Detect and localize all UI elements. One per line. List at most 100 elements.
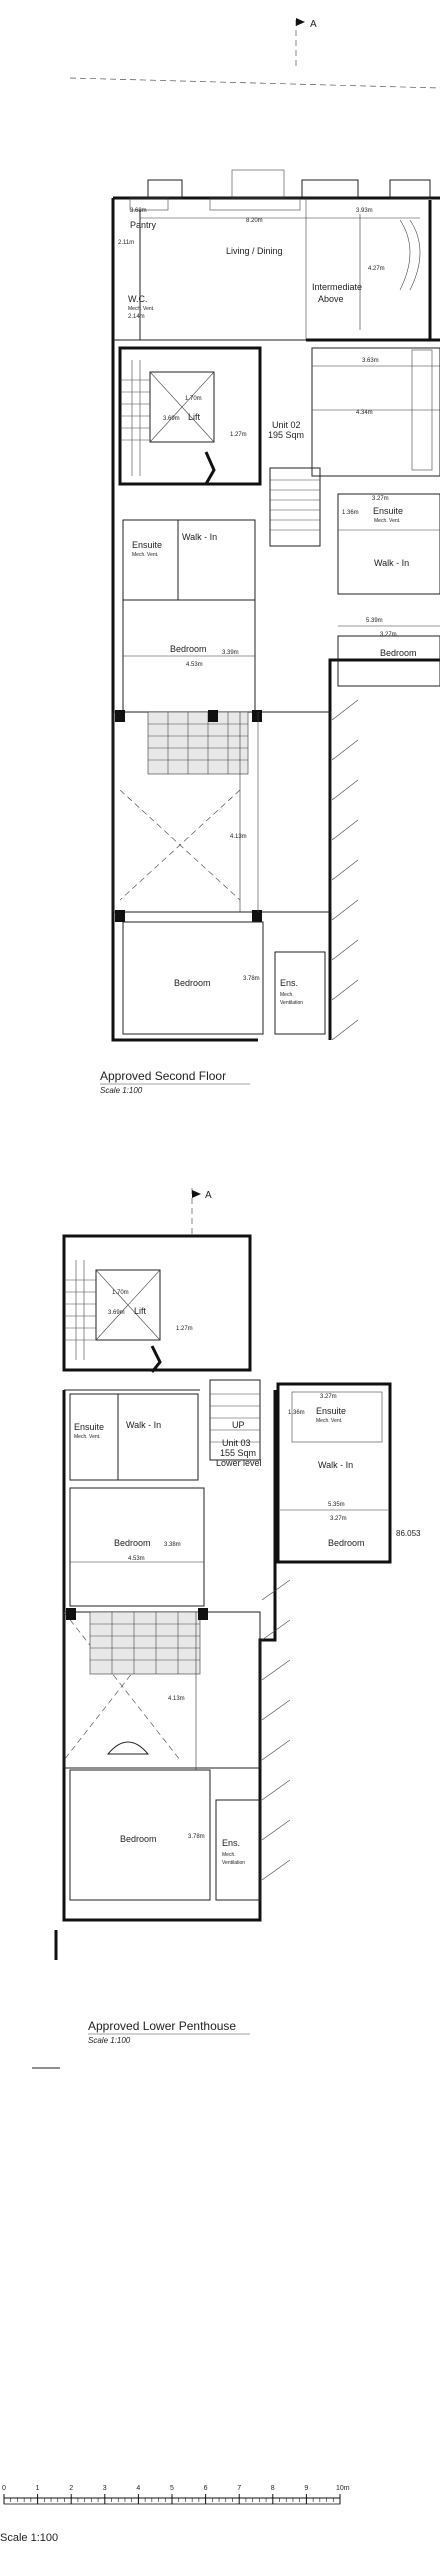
scale-bar: Scale 1:100 0 1 2 3 4 5 6 7 8 9 10m [0, 2485, 350, 2544]
dimension-label: 1.70m [185, 396, 202, 402]
scale-bar-tick-label: 7 [237, 2485, 241, 2492]
drawing-title-lower-penthouse: Approved Lower Penthouse [88, 2019, 236, 2033]
mech-vent-label: Mech. Vent. [316, 1418, 342, 1424]
room-label-bedroom-mid-lower: Bedroom [114, 1538, 151, 1548]
dimension-label: 1.70m [112, 1290, 129, 1296]
room-label-ensuite-lower: Ensuite [74, 1422, 104, 1432]
dimension-label: 5.39m [366, 618, 383, 624]
section-mark-label: A [310, 19, 317, 30]
dimension-label: 3.27m [372, 496, 389, 502]
level-marker: 86.053 [396, 1529, 421, 1538]
dimension-label: 3.69m [108, 1310, 125, 1316]
scale-bar-tick-label: 5 [170, 2485, 174, 2492]
dimension-label: 1.36m [288, 1410, 305, 1416]
scale-bar-label: Scale 1:100 [0, 2532, 58, 2544]
room-label-wc: W.C. [128, 294, 148, 304]
room-label-walk-in-right-lower: Walk - In [318, 1460, 353, 1470]
dimension-label: 3.39m [222, 650, 239, 656]
scale-bar-tick-label: 1 [36, 2485, 40, 2492]
dimension-label: 4.13m [230, 834, 247, 840]
ventilation-label: Ventilation [280, 1000, 303, 1006]
scale-bar-tick-label: 4 [136, 2485, 140, 2492]
room-label-bedroom-bottom: Bedroom [174, 978, 211, 988]
room-label-bedroom-bottom-lower: Bedroom [120, 1834, 157, 1844]
unit-label: Unit 02 [272, 420, 301, 430]
room-label-lift: Lift [188, 412, 201, 422]
room-label-walk-in: Walk - In [182, 532, 217, 542]
section-arrow-icon [296, 18, 305, 26]
dimension-label: 5.35m [328, 1502, 345, 1508]
dimension-label: 1.36m [342, 510, 359, 516]
section-arrow-icon [192, 1190, 201, 1198]
dimension-label: 3.27m [380, 632, 397, 638]
drawing-scale-lower-penthouse: Scale 1:100 [88, 2036, 131, 2045]
mech-vent-label: Mech. Vent. [128, 306, 154, 312]
dimension-label: 4.53m [186, 662, 203, 668]
dimension-label: 3.78m [188, 1834, 205, 1840]
dimension-label: 3.63m [362, 358, 379, 364]
up-label: UP [232, 1420, 245, 1430]
light-well-grid [147, 711, 249, 775]
outer-wall-right [328, 658, 440, 1040]
stair-top-right [399, 219, 421, 291]
room-label-ensuite-right: Ensuite [373, 506, 403, 516]
dimension-label: 3.38m [164, 1542, 181, 1548]
unit-level-label: Lower level [216, 1458, 262, 1468]
dimension-label: 4.13m [168, 1696, 185, 1702]
room-label-above: Above [318, 294, 344, 304]
hatched-neighbour-wall [261, 1579, 291, 1881]
second-floor-plan: A Pantry Living / Dining Intermediate Ab… [69, 18, 440, 1095]
dimension-label: 8.20m [246, 218, 263, 224]
unit-area-label: 195 Sqm [268, 430, 304, 440]
mech-vent-label: Mech. Vent. [74, 1434, 100, 1440]
room-label-bedroom-mid: Bedroom [170, 644, 207, 654]
room-label-walk-in-lower: Walk - In [126, 1420, 161, 1430]
room-label-ensuite: Ensuite [132, 540, 162, 550]
room-label-lift-lower: Lift [134, 1306, 147, 1316]
dimension-label: 3.69m [163, 416, 180, 422]
dimension-label: 1.27m [230, 432, 247, 438]
room-label-intermediate: Intermediate [312, 282, 362, 292]
scale-bar-tick-label: 6 [204, 2485, 208, 2492]
entry-stair [269, 467, 321, 547]
dimension-label: 3.68m [130, 208, 147, 214]
mech-vent-label: Mech. Vent. [374, 518, 400, 524]
dimension-label: 3.78m [243, 976, 260, 982]
section-mark-label: A [205, 1190, 212, 1201]
dimension-label: 3.27m [330, 1516, 347, 1522]
dimension-label: 4.34m [356, 410, 373, 416]
dimension-label: 2.14m [128, 314, 145, 320]
room-label-ens-lower: Ens. [222, 1838, 240, 1848]
dimension-label: 3.93m [356, 208, 373, 214]
unit-area-label-lower: 155 Sqm [220, 1448, 256, 1458]
dimension-label: 4.53m [128, 1556, 145, 1562]
room-label-living-dining: Living / Dining [226, 246, 283, 256]
drawing-scale-second-floor: Scale 1:100 [100, 1086, 143, 1095]
drawing-title-second-floor: Approved Second Floor [100, 1069, 226, 1083]
room-label-bedroom-right: Bedroom [380, 648, 417, 658]
site-boundary [69, 77, 440, 89]
outer-wall-left [111, 198, 258, 1042]
scale-bar-tick-label: 0 [2, 2485, 6, 2492]
room-label-pantry: Pantry [130, 220, 157, 230]
dimension-label: 4.27m [368, 266, 385, 272]
ventilation-label: Ventilation [222, 1860, 245, 1866]
scale-bar-tick-label: 10m [336, 2485, 350, 2492]
scale-bar-tick-label: 9 [304, 2485, 308, 2492]
scale-bar-tick-label: 2 [69, 2485, 73, 2492]
room-label-bedroom-right-lower: Bedroom [328, 1538, 365, 1548]
dimension-label: 3.27m [320, 1394, 337, 1400]
room-label-walk-in-right: Walk - In [374, 558, 409, 568]
room-label-ensuite-right-lower: Ensuite [316, 1406, 346, 1416]
dimension-label: 2.11m [118, 240, 134, 246]
mech-vent-label: Mech. Vent. [132, 552, 158, 558]
unit-label-lower: Unit 03 [222, 1438, 251, 1448]
hatched-neighbour-wall [331, 699, 359, 1041]
scale-bar-tick-label: 8 [271, 2485, 275, 2492]
mech-label: Mech. [280, 992, 294, 998]
scale-bar-tick-label: 3 [103, 2485, 107, 2492]
dimension-label: 1.27m [176, 1326, 193, 1332]
lower-penthouse-plan: A 1.70m 3.69m Lift 1.27m [32, 1188, 421, 2069]
mech-label: Mech. [222, 1852, 236, 1858]
